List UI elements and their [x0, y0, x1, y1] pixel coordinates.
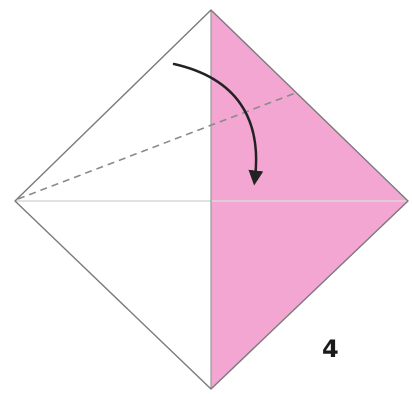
step-number: 4	[322, 335, 339, 363]
paper-white-half	[15, 10, 211, 389]
paper-outline	[14, 9, 409, 390]
fold-arrow-icon	[172, 62, 264, 186]
valley-fold-line	[17, 91, 299, 200]
paper-colored-half	[211, 10, 408, 389]
